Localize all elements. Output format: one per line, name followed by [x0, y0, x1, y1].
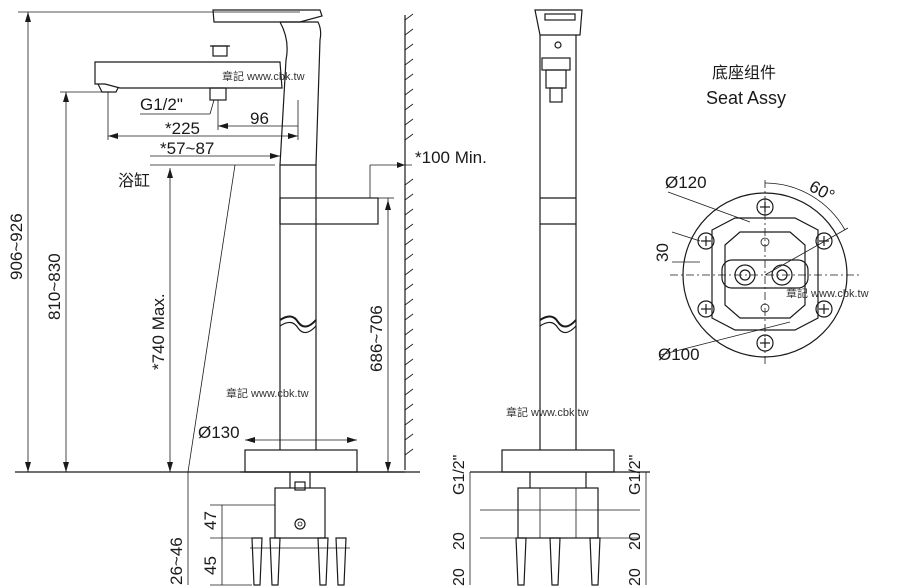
dim-100-min: *100 Min. [415, 148, 487, 167]
dim-57-87: *57~87 [160, 139, 214, 158]
side-20-left-bottom: 20 [451, 568, 468, 586]
side-20-left-top: 20 [451, 532, 468, 550]
dim-686-706: 686~706 [367, 305, 386, 372]
side-g12-right: G1/2" [627, 455, 644, 495]
front-view: G1/2" 96 *225 *57~87 浴缸 906~926 810~830 … [7, 9, 487, 586]
dim-45: 45 [201, 556, 220, 575]
dim-96: 96 [250, 109, 269, 128]
dim-g12: G1/2" [140, 95, 183, 114]
watermark: 章記 www.cbk.tw [786, 286, 869, 300]
dim-d130: Ø130 [198, 423, 240, 442]
watermark: 章記 www.cbk.tw [226, 386, 309, 400]
dim-225: *225 [165, 119, 200, 138]
dim-906-926: 906~926 [7, 213, 26, 280]
watermark: 章記 www.cbk.tw [222, 69, 305, 83]
seat-title-en: Seat Assy [706, 88, 786, 108]
dim-60deg: 60° [806, 177, 838, 206]
side-20-right-bottom: 20 [627, 568, 644, 586]
dim-d120: Ø120 [665, 173, 707, 192]
seat-title-cn: 底座组件 [712, 63, 776, 82]
bathtub-label: 浴缸 [118, 171, 150, 190]
side-20-right-top: 20 [627, 532, 644, 550]
side-g12-left: G1/2" [451, 455, 468, 495]
dim-810-830: 810~830 [45, 253, 64, 320]
seat-assy: 底座组件 Seat Assy [653, 63, 860, 365]
wall-hatching [404, 13, 414, 456]
dim-47: 47 [201, 511, 220, 530]
dim-740: *740 Max. [149, 293, 168, 370]
dim-30: 30 [653, 243, 672, 262]
side-view: G1/2" G1/2" 20 20 20 20 [451, 9, 650, 586]
watermark: 章記 www.cbk.tw [506, 405, 589, 419]
anchor-bolts [250, 537, 350, 586]
dim-26-46: 26~46 [167, 537, 186, 585]
dim-d100: Ø100 [658, 345, 700, 364]
